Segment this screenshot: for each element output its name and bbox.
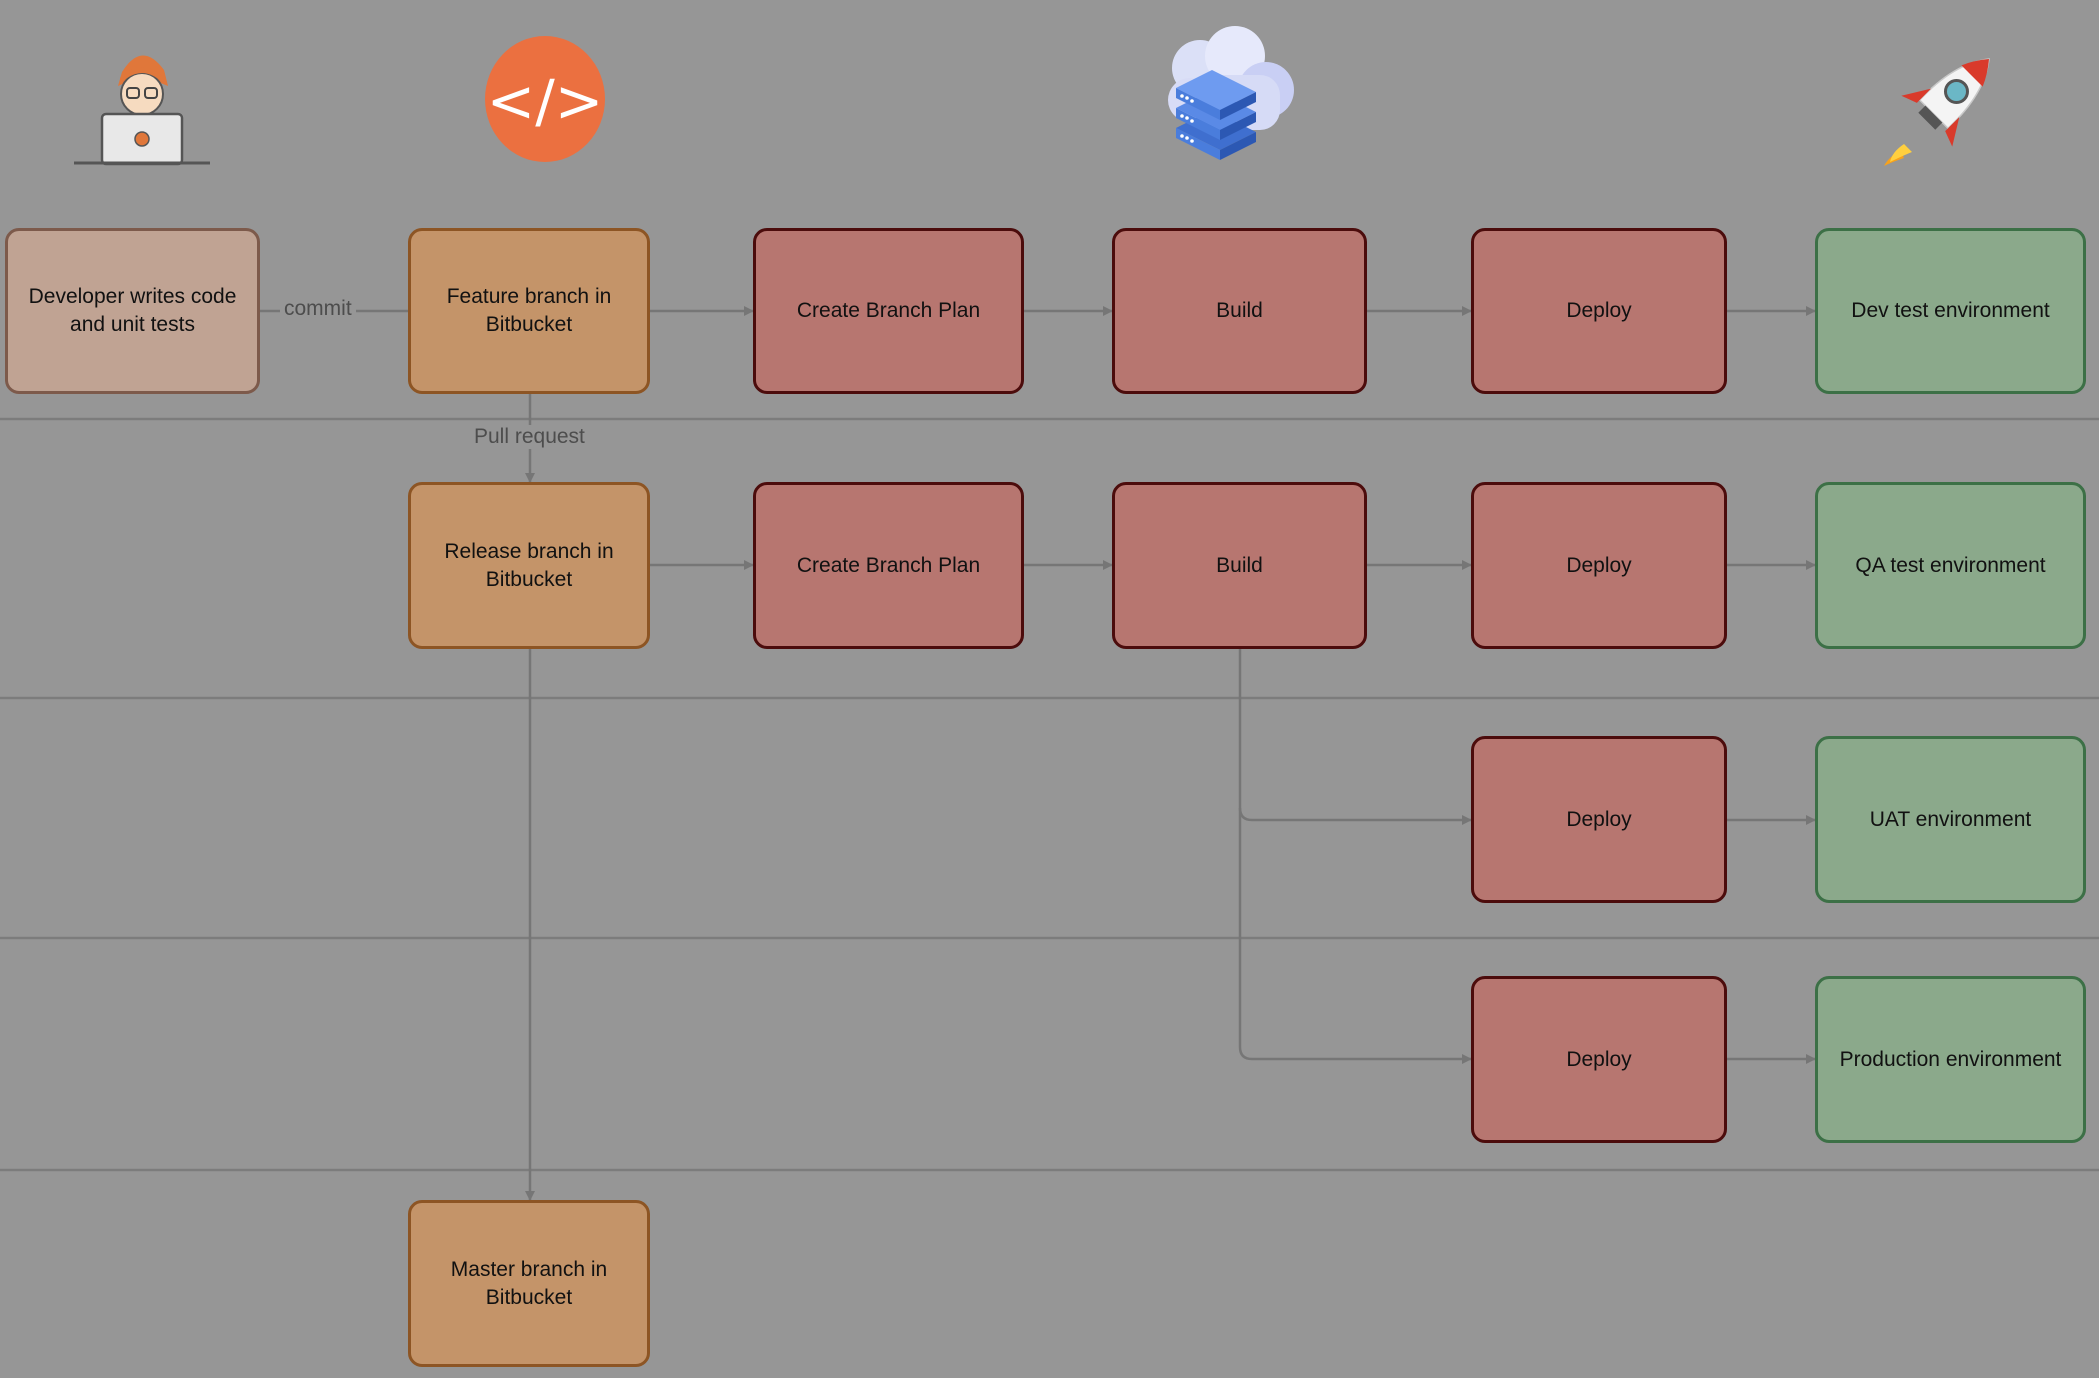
deploy-label: Deploy — [1566, 299, 1632, 322]
deploy-node[interactable]: Deploy — [1471, 976, 1727, 1143]
qa-test-environment-label: QA test environment — [1855, 553, 2046, 577]
build-node[interactable]: Build — [1112, 228, 1367, 394]
build-node[interactable]: Build — [1112, 482, 1367, 649]
release-branch-label: Release branch in Bitbucket — [444, 539, 614, 591]
create-branch-plan-node[interactable]: Create Branch Plan — [753, 228, 1024, 394]
deploy-label: Deploy — [1566, 553, 1632, 577]
code-glyph: </> — [487, 67, 604, 135]
dev-test-environment-label: Dev test environment — [1851, 299, 2050, 322]
build-label: Build — [1216, 299, 1263, 322]
lane-separators — [0, 417, 2099, 1172]
create-branch-plan-label: Create Branch Plan — [796, 299, 981, 322]
feature-branch-label: Feature branch in Bitbucket — [446, 285, 612, 336]
production-environment-node[interactable]: Production environment — [1815, 976, 2086, 1143]
developer-node-label: Developer writes code and unit tests — [28, 285, 237, 336]
master-branch-label: Master branch in Bitbucket — [450, 1257, 608, 1309]
deploy-node[interactable]: Deploy — [1471, 482, 1727, 649]
rocket-icon — [1878, 40, 2008, 168]
feature-branch-node[interactable]: Feature branch in Bitbucket — [408, 228, 650, 394]
cloud-server-icon — [1160, 20, 1305, 170]
build-label: Build — [1216, 553, 1263, 577]
developer-node[interactable]: Developer writes code and unit tests — [5, 228, 260, 394]
pull-request-label: Pull request — [470, 425, 589, 449]
deploy-node[interactable]: Deploy — [1471, 228, 1727, 394]
dev-test-environment-node[interactable]: Dev test environment — [1815, 228, 2086, 394]
build-to-prod-deploy-connector — [1238, 808, 1472, 1064]
commit-label: commit — [280, 297, 356, 321]
code-brackets-icon: </> — [484, 35, 606, 163]
uat-environment-node[interactable]: UAT environment — [1815, 736, 2086, 903]
deploy-label: Deploy — [1566, 807, 1632, 831]
release-branch-node[interactable]: Release branch in Bitbucket — [408, 482, 650, 649]
qa-test-environment-node[interactable]: QA test environment — [1815, 482, 2086, 649]
master-branch-node[interactable]: Master branch in Bitbucket — [408, 1200, 650, 1367]
build-to-uat-deploy-connector — [1238, 649, 1472, 825]
deploy-node[interactable]: Deploy — [1471, 736, 1727, 903]
production-environment-label: Production environment — [1839, 1047, 2062, 1071]
deploy-label: Deploy — [1566, 1047, 1632, 1071]
create-branch-plan-node[interactable]: Create Branch Plan — [753, 482, 1024, 649]
developer-laptop-icon — [72, 42, 212, 167]
uat-environment-label: UAT environment — [1869, 807, 2032, 831]
create-branch-plan-label: Create Branch Plan — [796, 553, 981, 577]
